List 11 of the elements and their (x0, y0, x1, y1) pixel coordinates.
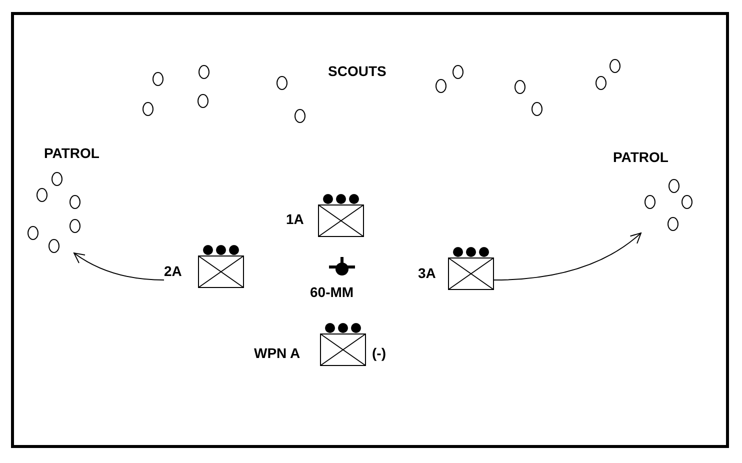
scouts-label: SCOUTS (328, 63, 386, 79)
unit-label: 2A (164, 263, 182, 279)
arrow (74, 252, 164, 280)
unit-size-label: (-) (372, 345, 386, 361)
patrol-label: PATROL (44, 145, 100, 161)
arrow (494, 232, 642, 280)
patrol-label: PATROL (613, 149, 668, 165)
unit-label: 1A (286, 211, 304, 227)
unit-label: 3A (418, 265, 436, 281)
unit-label: WPN A (254, 345, 300, 361)
weapon-label: 60-MM (310, 284, 354, 300)
